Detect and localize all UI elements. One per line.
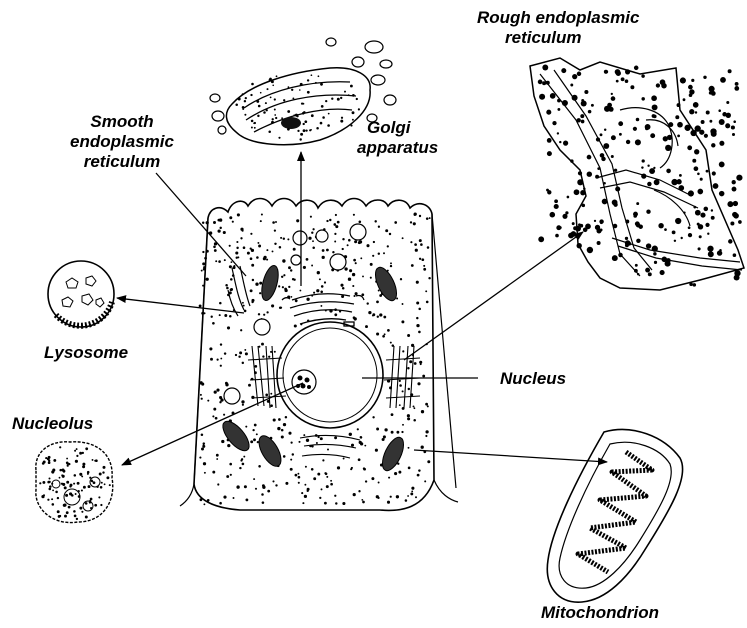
golgi-label-line-1: Golgi — [357, 118, 438, 138]
golgi-label-line-2: apparatus — [357, 138, 438, 158]
rough-er-label: Rough endoplasmic reticulum — [477, 8, 639, 48]
smooth-er-label-line-1: Smooth — [42, 112, 202, 132]
rough-er-label-line-1: Rough endoplasmic — [477, 8, 639, 28]
nucleus-shape — [277, 322, 383, 428]
nucleolus-label: Nucleolus — [12, 414, 93, 434]
lysosome-detail — [48, 261, 114, 327]
smooth-er-label-line-2: endoplasmic — [42, 132, 202, 152]
rough-er-detail — [530, 58, 744, 290]
mitochondrion-detail — [547, 430, 682, 603]
nucleus-label: Nucleus — [500, 369, 566, 389]
smooth-er-label: Smooth endoplasmic reticulum — [42, 112, 202, 172]
mitochondrion-arrow — [414, 450, 607, 462]
nucleolus-detail — [36, 442, 113, 523]
smooth-er-label-line-3: reticulum — [42, 152, 202, 172]
mitochondrion-label: Mitochondrion — [541, 603, 659, 623]
lysosome-label: Lysosome — [44, 343, 128, 363]
rough-er-label-line-2: reticulum — [477, 28, 639, 48]
golgi-label: Golgi apparatus — [357, 118, 438, 158]
